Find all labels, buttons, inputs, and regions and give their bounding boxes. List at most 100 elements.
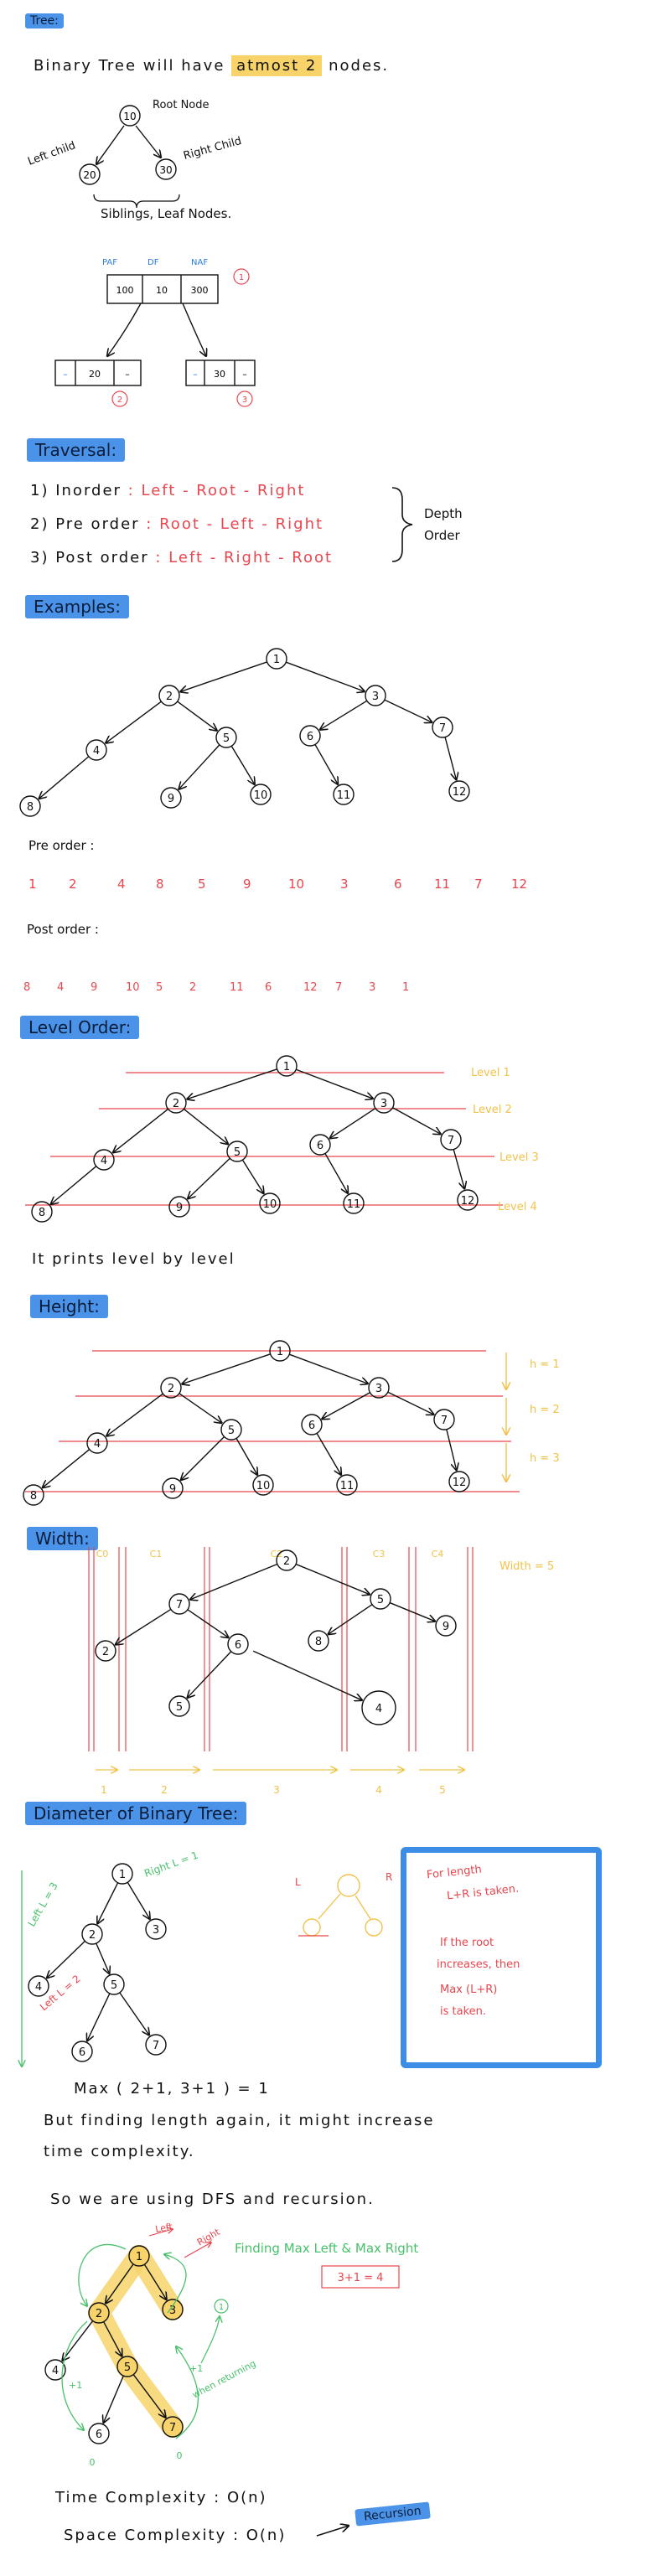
tree-node-circle xyxy=(276,1549,298,1571)
tree-node-circle xyxy=(220,1419,242,1441)
box-line: Max (L+R) xyxy=(440,1984,498,1996)
tree-node-label: 2 xyxy=(283,1555,290,1568)
tree-node-label: 7 xyxy=(169,2422,176,2434)
tree-node-label: 4 xyxy=(35,1981,42,1994)
intro-line: Binary Tree will have atmost 2 nodes. xyxy=(34,55,389,76)
recursion-arc xyxy=(176,2346,199,2439)
siblings-label: Siblings, Leaf Nodes. xyxy=(101,206,232,221)
struct-header: PAF xyxy=(102,258,117,267)
tree-node-label: 3 xyxy=(169,2304,176,2317)
level-label: Level 2 xyxy=(473,1104,512,1116)
traversal-order: Left - Root - Right xyxy=(141,482,306,499)
tree-node-circle xyxy=(226,1141,248,1162)
tree-node-label: 2 xyxy=(166,691,173,703)
right-length-note: Right L = 1 xyxy=(142,1849,199,1880)
preorder-item: 8 xyxy=(156,877,164,892)
width-column-label: C1 xyxy=(150,1549,163,1560)
level-label: Level 3 xyxy=(499,1151,539,1164)
tree-node-label: 3 xyxy=(372,691,379,703)
tree-node-label: 8 xyxy=(315,1636,322,1648)
tree-edge xyxy=(51,1166,97,1204)
tree-node-label: 1 xyxy=(277,1346,283,1358)
tree-node-circle xyxy=(252,1474,274,1496)
traversal-name: Post order xyxy=(55,549,149,566)
tree-node-circle xyxy=(168,1695,190,1717)
recursion-arc xyxy=(78,2243,127,2306)
tree-edge xyxy=(444,737,456,780)
tree-edge xyxy=(453,1149,464,1189)
tree-node-label: 3 xyxy=(380,1098,387,1110)
tree-edge xyxy=(187,1609,229,1637)
postorder-item: 10 xyxy=(126,981,140,994)
tree-node-circle xyxy=(448,780,470,802)
tree-edge xyxy=(179,744,220,789)
postorder-item: 8 xyxy=(23,981,30,994)
mini-edge xyxy=(318,1893,341,1920)
tree-node-circle xyxy=(301,1414,323,1435)
intro-node: 30 xyxy=(159,164,172,176)
preorder-item: 4 xyxy=(117,877,126,892)
tree-node-label: 11 xyxy=(337,789,351,802)
tree-edge xyxy=(384,699,432,722)
tree-node-label: 4 xyxy=(94,1438,101,1451)
width-column-label: C3 xyxy=(373,1549,386,1560)
tree-edge xyxy=(119,1992,149,2035)
tree-edge xyxy=(183,1108,228,1144)
tree-node-label: 6 xyxy=(235,1639,241,1652)
box-line: increases, then xyxy=(437,1958,520,1971)
mini-node xyxy=(365,1918,383,1937)
tree-edge xyxy=(389,1601,435,1622)
struct-value: 100 xyxy=(116,285,134,296)
tree-edge xyxy=(106,1393,163,1435)
tree-edge xyxy=(230,745,255,784)
tree-edge xyxy=(190,1563,278,1600)
tree-node-circle xyxy=(19,795,41,817)
tree-edge xyxy=(96,1942,110,1973)
diameter-formula: Max ( 2+1, 3+1 ) = 1 xyxy=(74,2080,270,2098)
tree-node-circle xyxy=(457,1189,479,1211)
annot-left: Left xyxy=(154,2221,173,2235)
tree-edge xyxy=(320,700,368,729)
return-marker-label: 1 xyxy=(219,2303,224,2312)
tree-edge xyxy=(324,1153,348,1192)
mini-node xyxy=(337,1874,360,1897)
tree-node-label: 6 xyxy=(308,1420,315,1432)
tree-node-circle xyxy=(158,685,180,706)
postorder-item: 2 xyxy=(189,981,196,994)
box-line: is taken. xyxy=(440,2005,487,2018)
tree-node-circle xyxy=(432,716,453,738)
tree-edge xyxy=(103,2375,124,2423)
tree-node-circle xyxy=(276,1055,298,1077)
width-result: Width = 5 xyxy=(499,1560,555,1573)
tree-node-circle xyxy=(85,739,107,761)
tree-edge xyxy=(392,1107,441,1134)
tree-node-circle xyxy=(31,1201,53,1223)
struct-null: – xyxy=(63,369,68,380)
recursion-arc xyxy=(164,2254,187,2314)
tree-edge xyxy=(288,1353,368,1384)
tree-node-label: 4 xyxy=(375,1703,382,1715)
diameter-line-1: But finding length again, it might incre… xyxy=(44,2112,435,2129)
width-column-label: C4 xyxy=(432,1549,444,1560)
box-line: If the root xyxy=(440,1937,494,1949)
traversal-num: 2) xyxy=(30,515,49,533)
tree-edge xyxy=(113,1108,169,1152)
struct-value: 10 xyxy=(156,285,168,296)
tree-node-circle xyxy=(128,2245,150,2267)
mini-node xyxy=(303,1918,321,1937)
tree-node-label: 5 xyxy=(176,1701,183,1714)
tree-edge xyxy=(188,1157,230,1198)
tree-node-label: 3 xyxy=(153,1924,159,1937)
tree-node-label: 5 xyxy=(124,2361,131,2374)
annot-arrow xyxy=(148,2229,173,2237)
traversal-num: 3) xyxy=(30,549,49,566)
tree-edge xyxy=(236,1438,257,1474)
level-order-heading: Level Order: xyxy=(20,1016,140,1039)
recursion-arc xyxy=(61,2320,88,2430)
width-column-index: 4 xyxy=(375,1784,382,1796)
